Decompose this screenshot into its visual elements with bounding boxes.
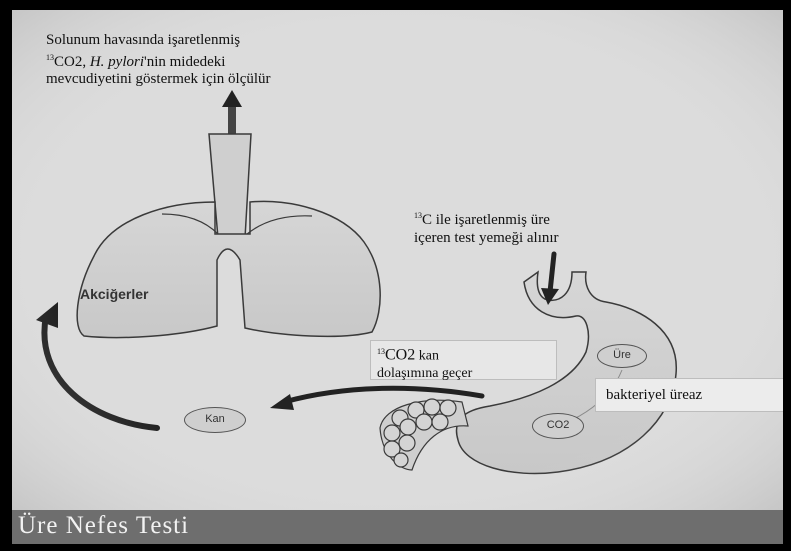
meal-caption-line2: içeren test yemeği alınır: [414, 229, 559, 247]
breath-caption-line3: mevcudiyetini göstermek için ölçülür: [46, 71, 271, 88]
breath-caption-line1: Solunum havasında işaretlenmiş: [46, 32, 271, 49]
co2-text: CO2,: [54, 54, 90, 70]
co2-oval: CO2: [532, 413, 584, 439]
co2-box-line1: 13CO2 kan: [377, 343, 550, 365]
isotope-13: 13: [377, 347, 385, 356]
meal-caption-line1: 13C ile işaretlenmiş üre: [414, 207, 559, 229]
isotope-13: 13: [46, 53, 54, 62]
h-pylori-text: H. pylori: [90, 54, 144, 70]
isotope-13: 13: [414, 211, 422, 220]
co2-box-line2: dolaşımına geçer: [377, 365, 550, 382]
co2-box-formula: CO2: [385, 347, 415, 364]
title-bar: Üre Nefes Testi: [12, 510, 783, 544]
blood-oval: Kan: [184, 407, 246, 433]
urease-label-box: bakteriyel üreaz: [595, 378, 783, 412]
breath-caption-line2: 13CO2, H. pylori'nin midedeki: [46, 49, 271, 71]
breath-caption: Solunum havasında işaretlenmiş 13CO2, H.…: [46, 32, 271, 88]
co2-box-kan: kan: [415, 349, 439, 364]
slide: Solunum havasında işaretlenmiş 13CO2, H.…: [12, 10, 783, 544]
urea-oval: Üre: [597, 344, 647, 368]
caption-suffix: 'nin midedeki: [144, 54, 225, 70]
meal-caption-text1: C ile işaretlenmiş üre: [422, 212, 550, 228]
co2-blood-box: 13CO2 kan dolaşımına geçer: [370, 340, 557, 380]
slide-title: Üre Nefes Testi: [18, 512, 189, 540]
meal-caption: 13C ile işaretlenmiş üre içeren test yem…: [414, 207, 559, 247]
lungs-label: Akciğerler: [80, 286, 148, 302]
